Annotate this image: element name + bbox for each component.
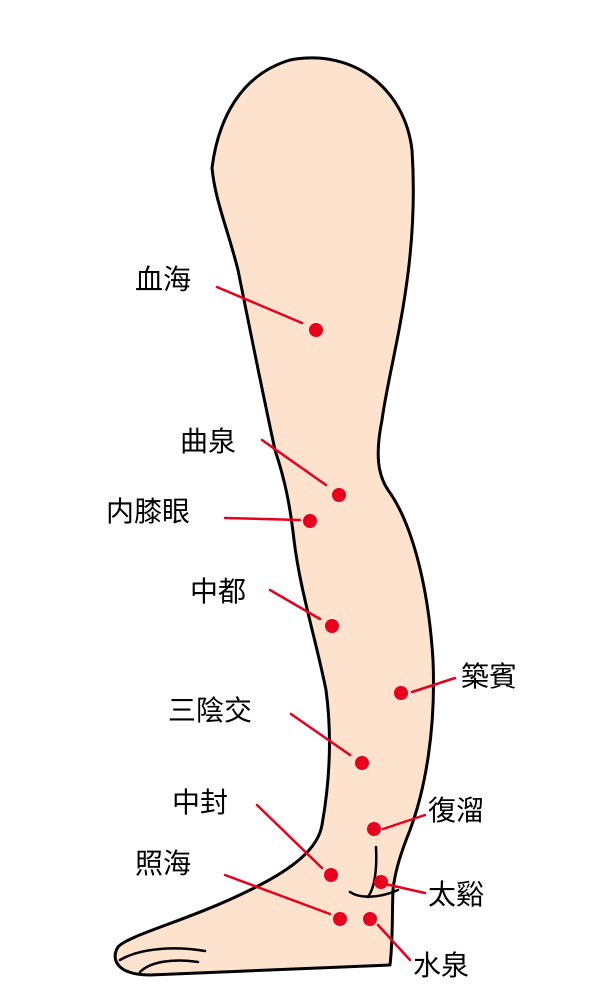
point-zhaohai xyxy=(333,912,347,926)
leader-line-fuliu xyxy=(381,813,427,831)
toe-line xyxy=(118,947,207,962)
leader-line-taixi xyxy=(383,882,427,895)
leader-line-neixiyan xyxy=(223,516,302,522)
leader-line-sanyinjiao xyxy=(289,712,352,757)
leader-lines xyxy=(215,285,457,962)
label-zhongdu: 中都 xyxy=(190,575,246,608)
point-ququan xyxy=(332,488,346,502)
leader-line-xuehai xyxy=(215,285,304,325)
point-zhongfeng xyxy=(324,868,338,882)
label-shuiquan: 水泉 xyxy=(413,949,469,982)
point-taixi xyxy=(374,875,388,889)
label-sanyinjiao: 三陰交 xyxy=(168,694,252,727)
acupoint-labels: 血海 曲泉 内膝眼 中都 三陰交 中封 照海 築賓 復溜 太谿 水泉 xyxy=(106,263,517,982)
leg-outline xyxy=(113,56,435,977)
label-ququan: 曲泉 xyxy=(180,425,236,458)
label-taixi: 太谿 xyxy=(428,878,484,911)
leader-line-zhubin xyxy=(410,676,457,694)
leader-line-zhaohai xyxy=(223,873,332,916)
point-zhubin xyxy=(394,686,408,700)
tendon-line xyxy=(366,845,378,899)
point-neixiyan xyxy=(303,514,317,528)
leader-line-ququan xyxy=(260,438,328,487)
leader-line-zhongfeng xyxy=(255,803,324,870)
ankle-line xyxy=(348,888,400,898)
label-xuehai: 血海 xyxy=(135,263,191,296)
label-zhubin: 築賓 xyxy=(461,660,517,693)
point-shuiquan xyxy=(363,912,377,926)
point-sanyinjiao xyxy=(355,756,369,770)
leader-line-shuiquan xyxy=(376,923,412,962)
leader-line-zhongdu xyxy=(268,588,322,621)
toe-line xyxy=(138,959,200,974)
label-zhongfeng: 中封 xyxy=(172,786,228,819)
label-fuliu: 復溜 xyxy=(428,794,484,827)
label-zhaohai: 照海 xyxy=(135,847,191,880)
point-zhongdu xyxy=(325,619,339,633)
label-neixiyan: 内膝眼 xyxy=(106,495,190,528)
point-xuehai xyxy=(309,323,323,337)
point-fuliu xyxy=(367,822,381,836)
acupoint-markers xyxy=(303,323,408,926)
